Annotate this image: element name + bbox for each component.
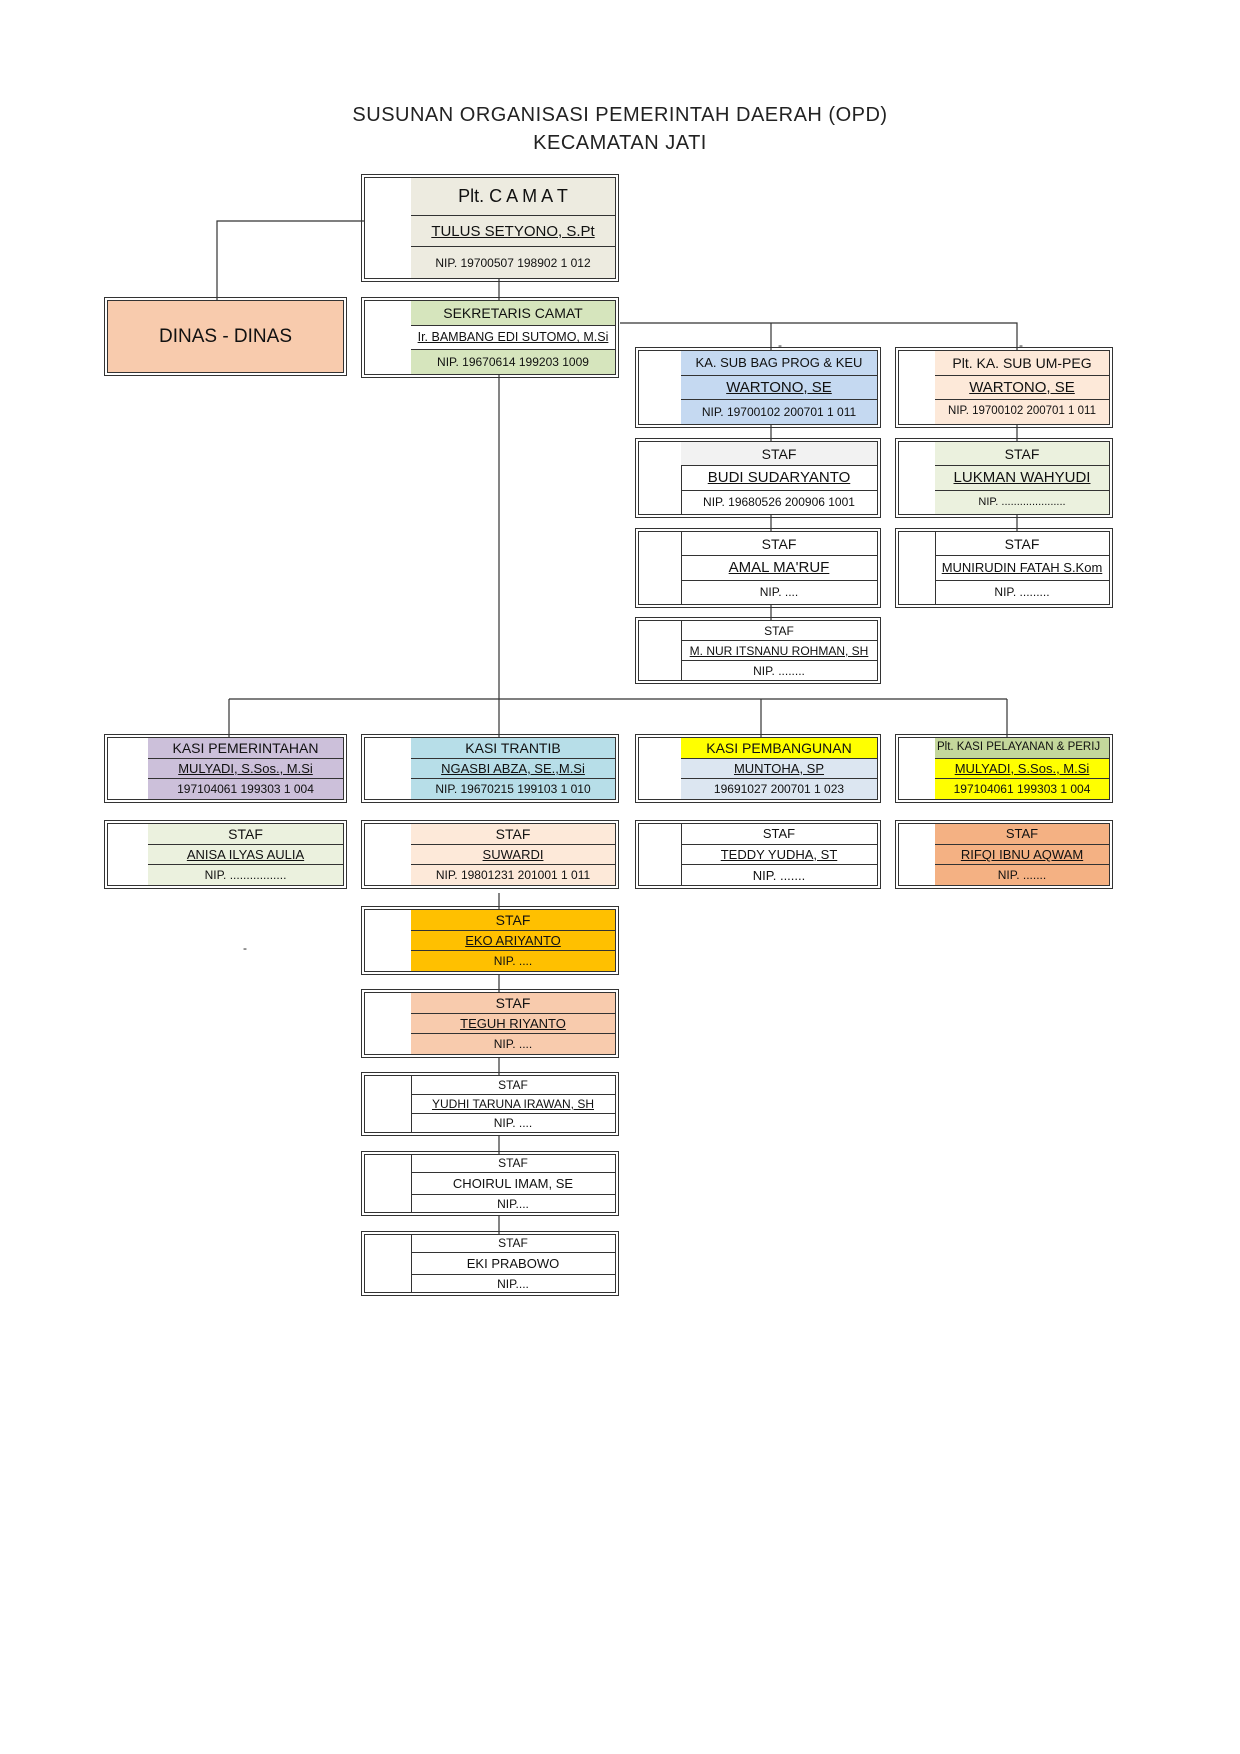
staff-role: STAF: [411, 993, 615, 1013]
kasi-nip: 197104061 199303 1 004: [935, 778, 1109, 800]
staff-nip: NIP....: [411, 1274, 615, 1292]
kasi-nip: 19691027 200701 1 023: [681, 778, 877, 800]
staff-role: STAF: [148, 824, 343, 844]
staff-name: ANISA ILYAS AULIA: [148, 843, 343, 865]
subbag-umpeg-name: WARTONO, SE: [935, 374, 1109, 400]
connector-dinas: [216, 220, 364, 300]
staff-nip: NIP. 19680526 200906 1001: [681, 489, 877, 514]
dash-mark: -: [243, 941, 247, 955]
sekretaris-box: SEKRETARIS CAMAT Ir. BAMBANG EDI SUTOMO,…: [361, 297, 619, 378]
kasi-trantib-head: KASI TRANTIB NGASBI ABZA, SE.,M.Si NIP. …: [361, 734, 619, 803]
kasi-trantib-staff-2: STAF EKO ARIYANTO NIP. ....: [361, 906, 619, 975]
staff-nip: NIP. .......: [681, 864, 877, 885]
kasi-nip: NIP. 19670215 199103 1 010: [411, 778, 615, 800]
staff-nip: NIP. ....: [411, 1113, 615, 1132]
kasi-role: KASI PEMBANGUNAN: [681, 738, 877, 758]
camat-name: TULUS SETYONO, S.Pt: [411, 214, 615, 247]
subbag-prog-head: KA. SUB BAG PROG & KEU WARTONO, SE NIP. …: [635, 347, 881, 428]
staff-name: EKI PRABOWO: [411, 1251, 615, 1275]
kasi-trantib-staff-6: STAF EKI PRABOWO NIP....: [361, 1231, 619, 1296]
kasi-trantib-staff-4: STAF YUDHI TARUNA IRAWAN, SH NIP. ....: [361, 1072, 619, 1136]
staff-role: STAF: [411, 824, 615, 844]
staff-name: RIFQI IBNU AQWAM: [935, 843, 1109, 865]
staff-name: YUDHI TARUNA IRAWAN, SH: [411, 1094, 615, 1113]
staff-nip: NIP. ....: [411, 950, 615, 972]
kasi-pembangunan-head: KASI PEMBANGUNAN MUNTOHA, SP 19691027 20…: [635, 734, 881, 803]
kasi-role: Plt. KASI PELAYANAN & PERIJ: [935, 738, 1109, 758]
kasi-nip: 197104061 199303 1 004: [148, 778, 343, 800]
staff-nip: NIP. .....................: [935, 489, 1109, 514]
subbag-umpeg-staff-2: STAF MUNIRUDIN FATAH S.Kom NIP. ........…: [895, 528, 1113, 608]
staff-role: STAF: [762, 826, 796, 842]
kasi-pembangunan-staff-1: STAF TEDDY YUDHA, ST NIP. .......: [635, 820, 881, 889]
staff-name: BUDI SUDARYANTO: [681, 465, 877, 489]
subbag-prog-role: KA. SUB BAG PROG & KEU: [681, 351, 877, 375]
sekretaris-name: Ir. BAMBANG EDI SUTOMO, M.Si: [411, 324, 615, 350]
staff-nip: NIP. ........: [681, 660, 877, 680]
staff-name: SUWARDI: [411, 843, 615, 865]
dash-mark: -: [778, 338, 782, 352]
subbag-umpeg-nip: NIP. 19700102 200701 1 011: [935, 399, 1109, 425]
staff-nip: NIP. 19801231 201001 1 011: [411, 864, 615, 886]
subbag-prog-staff-2: STAF AMAL MA'RUF NIP. ....: [635, 528, 881, 608]
staff-nip: NIP....: [411, 1194, 615, 1212]
kasi-name: MUNTOHA, SP: [681, 757, 877, 779]
connector-subbag: [620, 322, 1018, 350]
subbag-prog-staff-1: STAF BUDI SUDARYANTO NIP. 19680526 20090…: [635, 438, 881, 518]
staff-role: STAF: [935, 442, 1109, 466]
staff-role: STAF: [411, 910, 615, 930]
staff-role: STAF: [498, 1236, 528, 1251]
staff-role: STAF: [1004, 535, 1040, 552]
kasi-trantib-staff-1: STAF SUWARDI NIP. 19801231 201001 1 011: [361, 820, 619, 889]
subbag-prog-name: WARTONO, SE: [681, 374, 877, 400]
subbag-prog-staff-3: STAF M. NUR ITSNANU ROHMAN, SH NIP. ....…: [635, 617, 881, 684]
subbag-umpeg-head: Plt. KA. SUB UM-PEG WARTONO, SE NIP. 197…: [895, 347, 1113, 428]
chart-subtitle: KECAMATAN JATI: [533, 132, 707, 154]
chart-title: SUSUNAN ORGANISASI PEMERINTAH DAERAH (OP…: [352, 104, 888, 126]
kasi-name: MULYADI, S.Sos., M.Si: [148, 757, 343, 779]
staff-nip: NIP. .........: [935, 579, 1109, 604]
camat-nip: NIP. 19700507 198902 1 012: [411, 246, 615, 278]
kasi-role: KASI TRANTIB: [411, 738, 615, 758]
staff-role: STAF: [681, 442, 877, 466]
staff-name: EKO ARIYANTO: [411, 929, 615, 951]
staff-name: M. NUR ITSNANU ROHMAN, SH: [681, 640, 877, 660]
staff-role: STAF: [498, 1078, 528, 1092]
staff-nip: NIP. ....: [681, 579, 877, 604]
kasi-pelayanan-staff-1: STAF RIFQI IBNU AQWAM NIP. .......: [895, 820, 1113, 889]
sekretaris-nip: NIP. 19670614 199203 1009: [411, 349, 615, 375]
kasi-role: KASI PEMERINTAHAN: [148, 738, 343, 758]
kasi-name: MULYADI, S.Sos., M.Si: [935, 757, 1109, 779]
staff-name: AMAL MA'RUF: [681, 555, 877, 579]
subbag-prog-nip: NIP. 19700102 200701 1 011: [681, 399, 877, 425]
staff-role: STAF: [764, 623, 794, 638]
staff-name: LUKMAN WAHYUDI: [935, 465, 1109, 490]
subbag-umpeg-role: Plt. KA. SUB UM-PEG: [935, 351, 1109, 375]
kasi-name: NGASBI ABZA, SE.,M.Si: [411, 757, 615, 779]
sekretaris-role: SEKRETARIS CAMAT: [411, 301, 615, 325]
staff-nip: NIP. ....: [411, 1033, 615, 1055]
staff-name: CHOIRUL IMAM, SE: [411, 1171, 615, 1195]
kasi-trantib-staff-3: STAF TEGUH RIYANTO NIP. ....: [361, 989, 619, 1058]
kasi-trantib-staff-5: STAF CHOIRUL IMAM, SE NIP....: [361, 1151, 619, 1216]
dinas-box: DINAS - DINAS: [104, 297, 347, 376]
staff-role: STAF: [761, 535, 797, 552]
dash-mark: -: [1019, 338, 1023, 352]
kasi-pelayanan-head: Plt. KASI PELAYANAN & PERIJ MULYADI, S.S…: [895, 734, 1113, 803]
subbag-umpeg-staff-1: STAF LUKMAN WAHYUDI NIP. ...............…: [895, 438, 1113, 518]
staff-name: MUNIRUDIN FATAH S.Kom: [935, 555, 1109, 579]
camat-role: Plt. C A M A T: [411, 178, 615, 215]
staff-nip: NIP. .................: [148, 864, 343, 886]
staff-name: TEGUH RIYANTO: [411, 1012, 615, 1034]
kasi-pemerintahan-staff-1: STAF ANISA ILYAS AULIA NIP. ............…: [104, 820, 347, 889]
staff-name: TEDDY YUDHA, ST: [681, 843, 877, 865]
staff-nip: NIP. .......: [935, 864, 1109, 886]
staff-role: STAF: [498, 1156, 528, 1171]
staff-role: STAF: [935, 824, 1109, 844]
kasi-pemerintahan-head: KASI PEMERINTAHAN MULYADI, S.Sos., M.Si …: [104, 734, 347, 803]
camat-box: Plt. C A M A T TULUS SETYONO, S.Pt NIP. …: [361, 174, 619, 282]
